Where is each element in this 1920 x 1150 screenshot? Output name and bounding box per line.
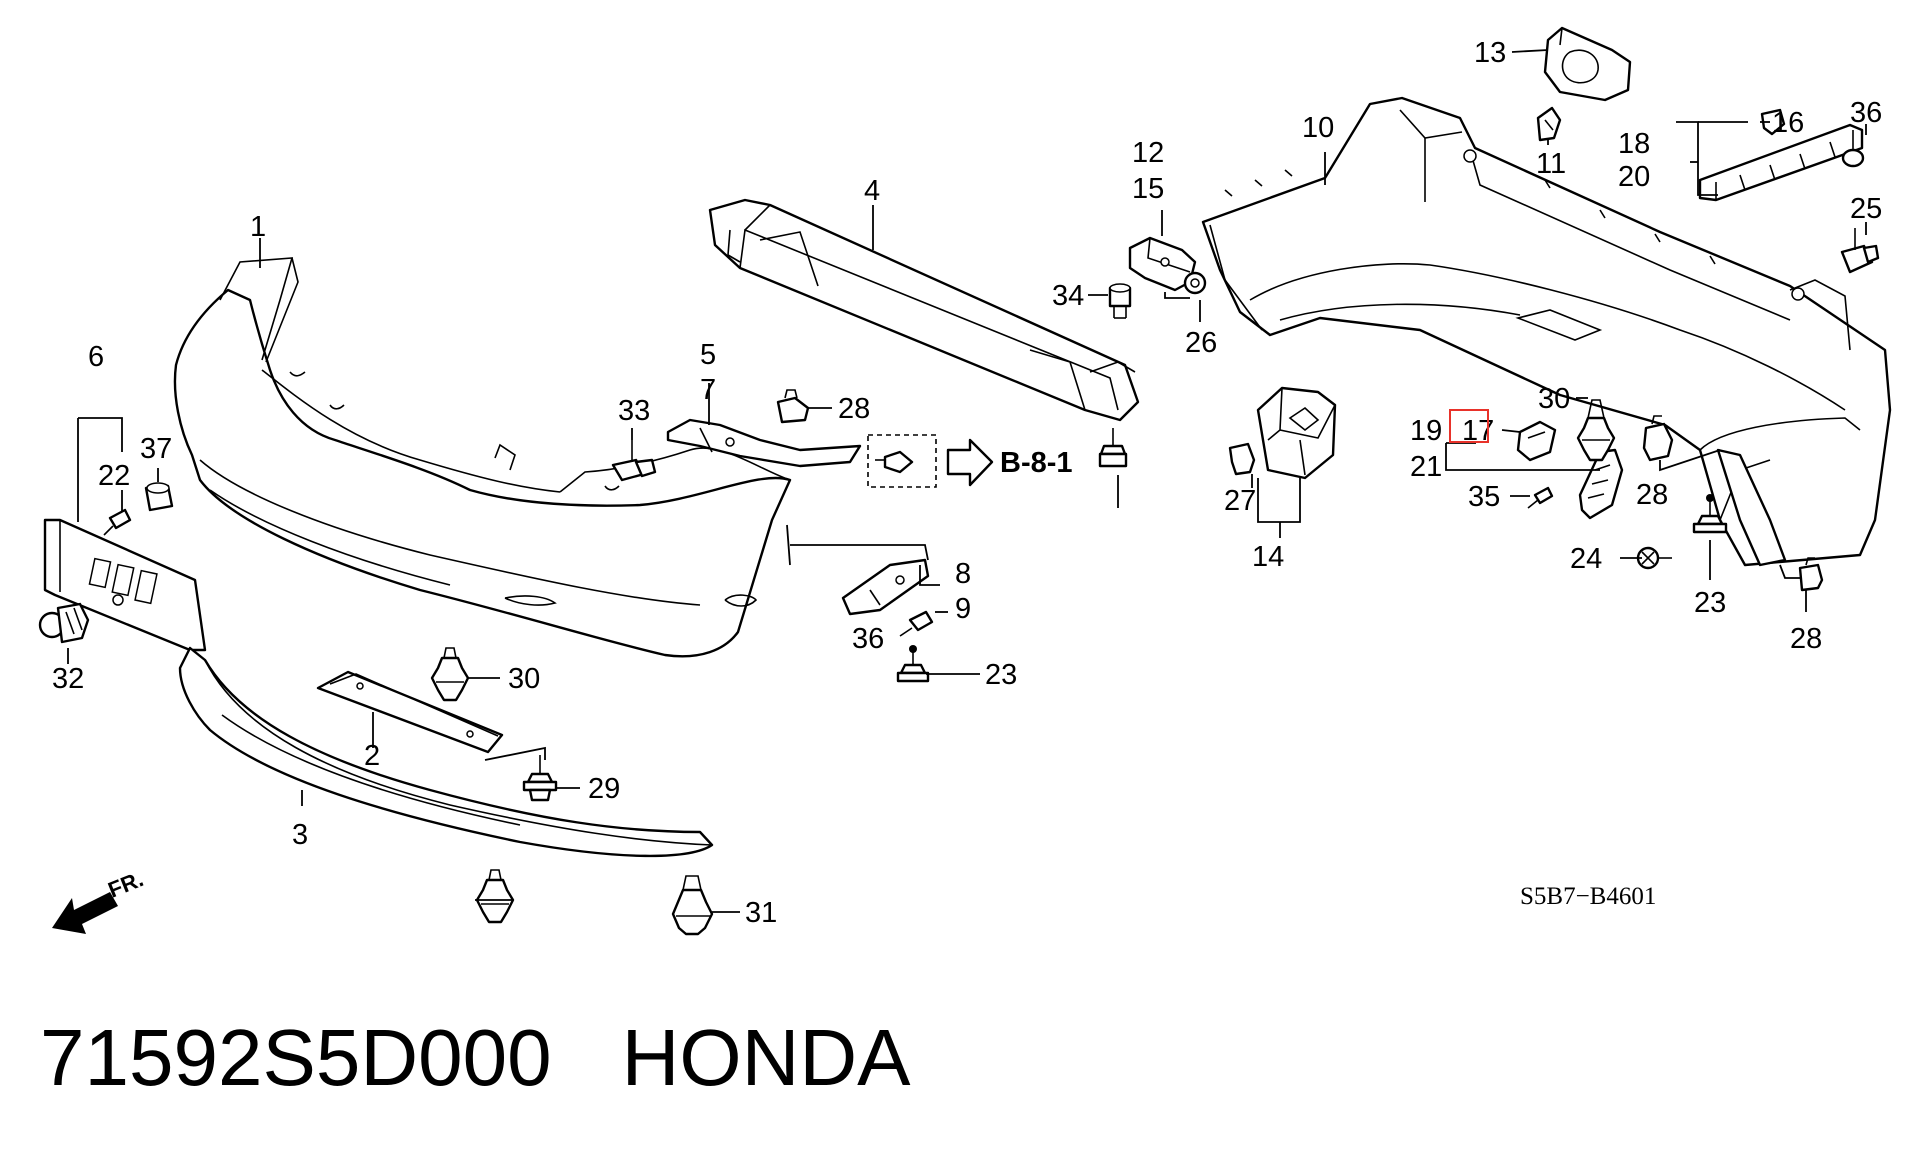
callout-label: 16	[1772, 107, 1804, 139]
front-under-cover	[316, 670, 504, 754]
callout-labels: 1 2 3 4 5 7 6 22 37 32 8 9 36 23 30 29 3…	[52, 37, 1882, 929]
callout-label: 12	[1132, 137, 1164, 169]
clip-11	[1536, 106, 1562, 142]
callout-label: 37	[140, 433, 172, 465]
license-plate-bracket	[43, 518, 207, 652]
callout-label: 28	[1636, 479, 1668, 511]
clip-28-rear-right	[1798, 557, 1824, 592]
callout-label: 11	[1536, 148, 1566, 180]
bolt-34-lower	[1098, 428, 1128, 468]
rear-mounting-clip	[1516, 420, 1557, 462]
callout-label: 2	[364, 740, 380, 772]
rear-upper-beam-bracket	[1698, 123, 1864, 202]
clip-28-rear-mid	[1642, 415, 1674, 462]
callout-label: 32	[52, 663, 84, 695]
screw-22	[103, 508, 132, 536]
brand-name: HONDA	[621, 1013, 911, 1102]
bolt-23-rear	[1692, 494, 1728, 534]
bolt-24	[1636, 546, 1672, 570]
callout-label: 36	[1850, 97, 1882, 129]
part-caption: 71592S5D000 HONDA	[40, 1008, 910, 1108]
clip-30-front	[430, 647, 470, 702]
callout-label: 9	[955, 593, 971, 625]
callout-label: 14	[1252, 541, 1284, 573]
callout-label: 6	[88, 341, 104, 373]
fasteners	[38, 106, 1880, 936]
front-direction-arrow: FR.	[52, 866, 147, 934]
callout-label: 30	[508, 663, 540, 695]
reference-label: B-8-1	[1000, 447, 1073, 479]
callout-label: 10	[1302, 112, 1334, 144]
rear-reflector-bracket	[1543, 26, 1632, 102]
screw-36-rear	[1841, 130, 1865, 168]
clip-30-rear	[1576, 399, 1616, 462]
callout-label: 21	[1410, 451, 1442, 483]
callout-label: 20	[1618, 161, 1650, 193]
callout-label: 30	[1538, 383, 1570, 415]
part-number: 71592S5D000	[40, 1013, 552, 1102]
callout-label: 22	[98, 460, 130, 492]
callout-label: 34	[1052, 280, 1084, 312]
clip-27	[1228, 442, 1256, 476]
callout-label: 31	[745, 897, 777, 929]
callout-label: 23	[1694, 587, 1726, 619]
clip-28-front	[776, 389, 810, 424]
callout-label: 15	[1132, 173, 1164, 205]
clip-30-lower	[475, 869, 515, 924]
rear-clip-bracket	[1128, 236, 1197, 292]
callout-label: 18	[1618, 128, 1650, 160]
callout-label: 26	[1185, 327, 1217, 359]
screw-35	[1527, 486, 1554, 509]
callout-label: 7	[700, 374, 716, 406]
callout-label: 27	[1224, 485, 1256, 517]
callout-label: 35	[1468, 481, 1500, 513]
callout-label: 13	[1474, 37, 1506, 69]
callout-label: 19	[1410, 415, 1442, 447]
bolt-23-front	[896, 645, 930, 683]
callout-label: 36	[852, 623, 884, 655]
grommet-37	[144, 482, 174, 512]
nut-26	[1183, 271, 1207, 295]
clip-31	[671, 875, 714, 936]
bolt-29	[522, 755, 558, 802]
clip-16	[1760, 108, 1786, 136]
callout-label: 8	[955, 558, 971, 590]
leader-lines	[67, 49, 1867, 913]
front-bumper-beam	[708, 198, 1140, 422]
rear-bumper-side-end	[1716, 448, 1787, 567]
rear-side-spacer-bracket	[1256, 386, 1337, 480]
front-bumper-cover	[173, 257, 792, 658]
callout-label: 24	[1570, 543, 1602, 575]
callout-label: 1	[250, 211, 266, 243]
rear-bumper-cover	[1201, 96, 1892, 567]
callout-label: 28	[1790, 623, 1822, 655]
clip-32	[38, 602, 90, 644]
front-lower-spoiler	[178, 646, 714, 858]
front-side-spacer-left	[666, 418, 862, 468]
callout-label: 5	[700, 339, 716, 371]
callout-label: 4	[864, 175, 880, 207]
screw-36-front	[899, 610, 934, 637]
callout-label: 23	[985, 659, 1017, 691]
callout-label: 33	[618, 395, 650, 427]
reference-callout	[867, 434, 994, 488]
callout-label: 25	[1850, 193, 1882, 225]
diagram-code: S5B7−B4601	[1520, 883, 1656, 910]
callout-label: 3	[292, 819, 308, 851]
bolt-33	[611, 440, 657, 482]
front-direction-label: FR.	[105, 866, 147, 902]
callout-label: 28	[838, 393, 870, 425]
front-side-spacer-right	[841, 558, 930, 616]
bolt-25	[1840, 228, 1880, 274]
highlighted-callout-box	[1449, 409, 1489, 443]
bolt-34-upper	[1108, 283, 1132, 319]
callout-label: 29	[588, 773, 620, 805]
